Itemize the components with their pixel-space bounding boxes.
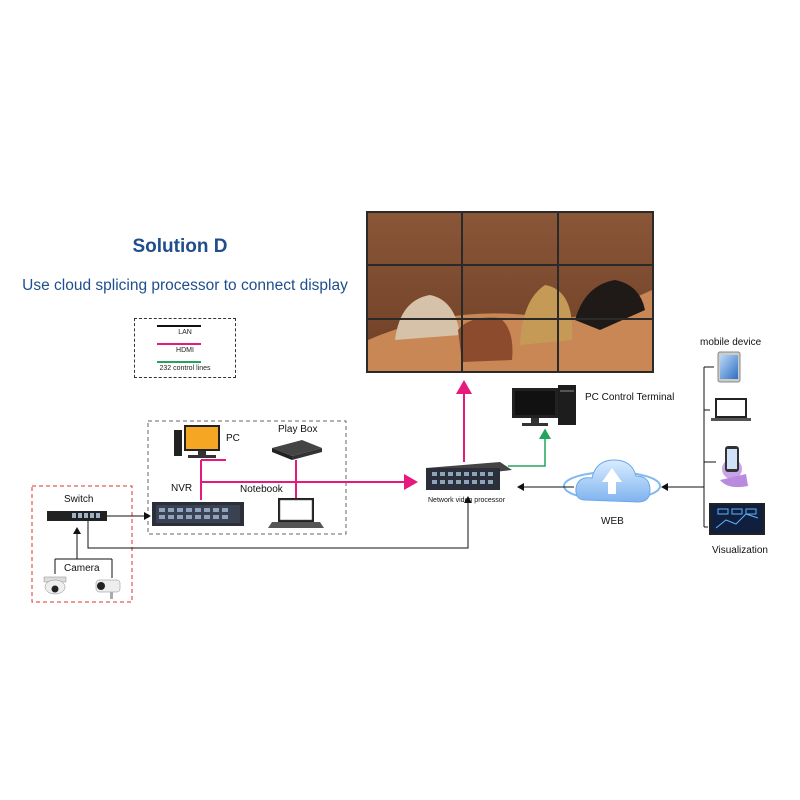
legend-lan-label: LAN	[178, 329, 192, 336]
play-box-label: Play Box	[278, 424, 318, 435]
switch-camera-group	[31, 485, 133, 603]
pc-control-terminal-icon	[512, 385, 576, 426]
visualization-label: Visualization	[712, 545, 768, 556]
legend-hdmi-label: HDMI	[176, 347, 194, 354]
laptop-icon	[711, 398, 751, 421]
legend-hdmi-line	[157, 343, 201, 345]
hdmi-connections	[200, 380, 472, 500]
diagram-title: Solution D	[132, 236, 228, 257]
bullet-camera-icon	[95, 579, 121, 599]
play-box-icon	[272, 440, 322, 460]
legend-control-label: 232 control lines	[159, 365, 211, 372]
tablet-icon	[717, 351, 741, 383]
dome-camera-icon	[43, 576, 67, 595]
legend: LAN HDMI 232 control lines	[134, 318, 236, 378]
switch-label: Switch	[64, 494, 94, 505]
notebook-label: Notebook	[240, 484, 283, 495]
pc-icon	[174, 425, 220, 458]
legend-lan-line	[157, 325, 201, 327]
pc-label: PC	[226, 433, 240, 444]
notebook-icon	[268, 498, 324, 528]
visualization-monitor-icon	[709, 503, 765, 535]
camera-label: Camera	[64, 563, 100, 574]
pc-control-terminal-label: PC Control Terminal	[585, 392, 675, 403]
phone-in-hand-icon	[720, 446, 748, 488]
diagram-subtitle: Use cloud splicing processor to connect …	[22, 277, 348, 294]
nvr-label: NVR	[171, 483, 193, 494]
legend-control-line	[157, 361, 201, 363]
switch-icon	[47, 511, 107, 521]
source-group	[147, 420, 347, 535]
lan-connections	[54, 366, 716, 578]
mobile-device-label: mobile device	[700, 337, 762, 348]
video-wall	[366, 211, 654, 373]
nvr-icon	[152, 502, 244, 526]
web-label: WEB	[601, 516, 624, 527]
control-connections	[508, 428, 551, 467]
processor-icon	[426, 462, 512, 490]
processor-label: Network video processor	[428, 497, 506, 504]
web-cloud-icon	[563, 459, 661, 503]
